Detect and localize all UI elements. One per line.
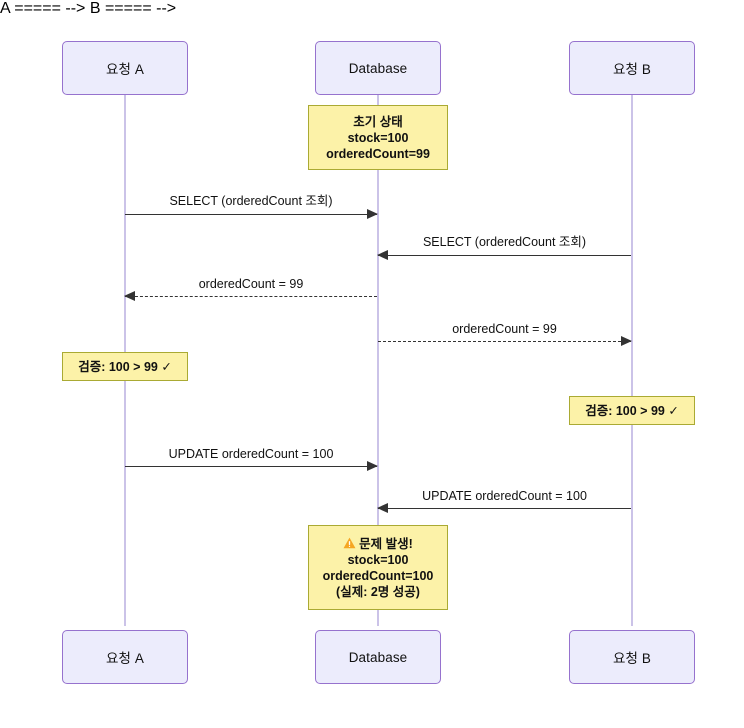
actor-label-database-bottom: Database: [348, 649, 408, 665]
message-line: [125, 296, 377, 297]
note-initial-state-line-2: stock=100: [347, 130, 409, 145]
actor-box-request-b-top[interactable]: 요청 B: [569, 41, 695, 95]
actor-box-database-bottom[interactable]: Database: [315, 630, 441, 684]
message-label-update-b: UPDATE orderedCount = 100: [422, 489, 587, 503]
note-problem-occurred: 문제 발생! stock=100 orderedCount=100 (실제: 2…: [308, 525, 448, 610]
warning-icon: [343, 537, 356, 549]
note-validate-request-b: 검증: 100 > 99 ✓: [569, 396, 695, 425]
note-problem-line-1: 문제 발생!: [343, 536, 413, 552]
message-label-update-a: UPDATE orderedCount = 100: [168, 447, 334, 461]
message-line: [378, 255, 631, 256]
note-validate-request-a: 검증: 100 > 99 ✓: [62, 352, 188, 381]
arrowhead-right-icon: [367, 461, 378, 471]
note-problem-line-4: (실제: 2명 성공): [336, 584, 420, 599]
lifeline-database: [377, 95, 379, 626]
message-line: [125, 214, 377, 215]
note-validate-b-text: 검증: 100 > 99 ✓: [585, 403, 679, 418]
actor-label-request-a-bottom: 요청 A: [106, 651, 144, 666]
actor-box-request-a-top[interactable]: 요청 A: [62, 41, 188, 95]
actor-label-request-b-bottom: 요청 B: [613, 651, 651, 666]
arrowhead-left-icon: [377, 250, 388, 260]
actor-box-database-top[interactable]: Database: [315, 41, 441, 95]
message-label-reply-b: orderedCount = 99: [452, 322, 557, 336]
note-initial-state-line-1: 초기 상태: [353, 114, 403, 129]
arrowhead-left-icon: [377, 503, 388, 513]
message-label-reply-a: orderedCount = 99: [198, 277, 304, 291]
note-problem-title: 문제 발생!: [359, 536, 413, 551]
lifeline-request-b: [631, 95, 633, 626]
message-line: [378, 341, 631, 342]
actor-box-request-b-bottom[interactable]: 요청 B: [569, 630, 695, 684]
actor-label-request-a-top: 요청 A: [106, 62, 144, 77]
actor-label-database-top: Database: [348, 60, 408, 76]
message-label-select-b: SELECT (orderedCount 조회): [422, 235, 587, 249]
message-line: [378, 508, 631, 509]
note-problem-line-2: stock=100: [347, 552, 409, 567]
arrowhead-right-icon: [621, 336, 632, 346]
arrowhead-right-icon: [367, 209, 378, 219]
actor-box-request-a-bottom[interactable]: 요청 A: [62, 630, 188, 684]
arrowhead-left-icon: [124, 291, 135, 301]
note-initial-state-line-3: orderedCount=99: [326, 146, 430, 161]
note-initial-state: 초기 상태 stock=100 orderedCount=99: [308, 105, 448, 170]
actor-label-request-b-top: 요청 B: [613, 62, 651, 77]
note-problem-line-3: orderedCount=100: [322, 568, 434, 583]
message-line: [125, 466, 377, 467]
message-label-select-a: SELECT (orderedCount 조회): [169, 194, 333, 208]
note-validate-a-text: 검증: 100 > 99 ✓: [78, 359, 172, 374]
